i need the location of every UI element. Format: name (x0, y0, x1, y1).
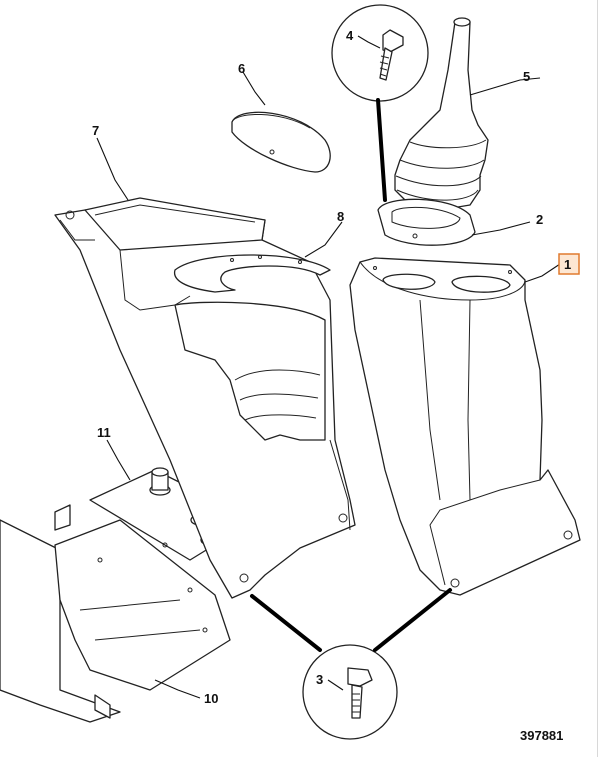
callout-2: 2 (536, 212, 543, 227)
part-6-cap (231, 111, 331, 173)
detail-circle-3 (302, 644, 398, 740)
callout-1: 1 (564, 257, 571, 272)
figure-number: 397881 (520, 728, 563, 743)
callout-4: 4 (346, 28, 354, 43)
callout-8: 8 (337, 209, 344, 224)
callout-10: 10 (204, 691, 218, 706)
part-2-ring (377, 198, 476, 246)
callout-3: 3 (316, 672, 323, 687)
callout-labels: 1 2 3 4 5 6 7 8 10 11 397881 (92, 28, 580, 743)
detail-circle-4 (331, 4, 429, 102)
part-1-console (349, 257, 581, 596)
part-8-gasket (173, 254, 331, 293)
part-7-console-housing (54, 197, 356, 599)
callout-6: 6 (238, 61, 245, 76)
callout-11: 11 (97, 425, 111, 440)
callout-1-highlight (558, 253, 580, 275)
callout-leaders (96, 35, 561, 699)
callout-5: 5 (523, 69, 530, 84)
callout-7: 7 (92, 123, 99, 138)
part-10-bracket (0, 504, 231, 723)
detail-leaders (250, 98, 452, 652)
